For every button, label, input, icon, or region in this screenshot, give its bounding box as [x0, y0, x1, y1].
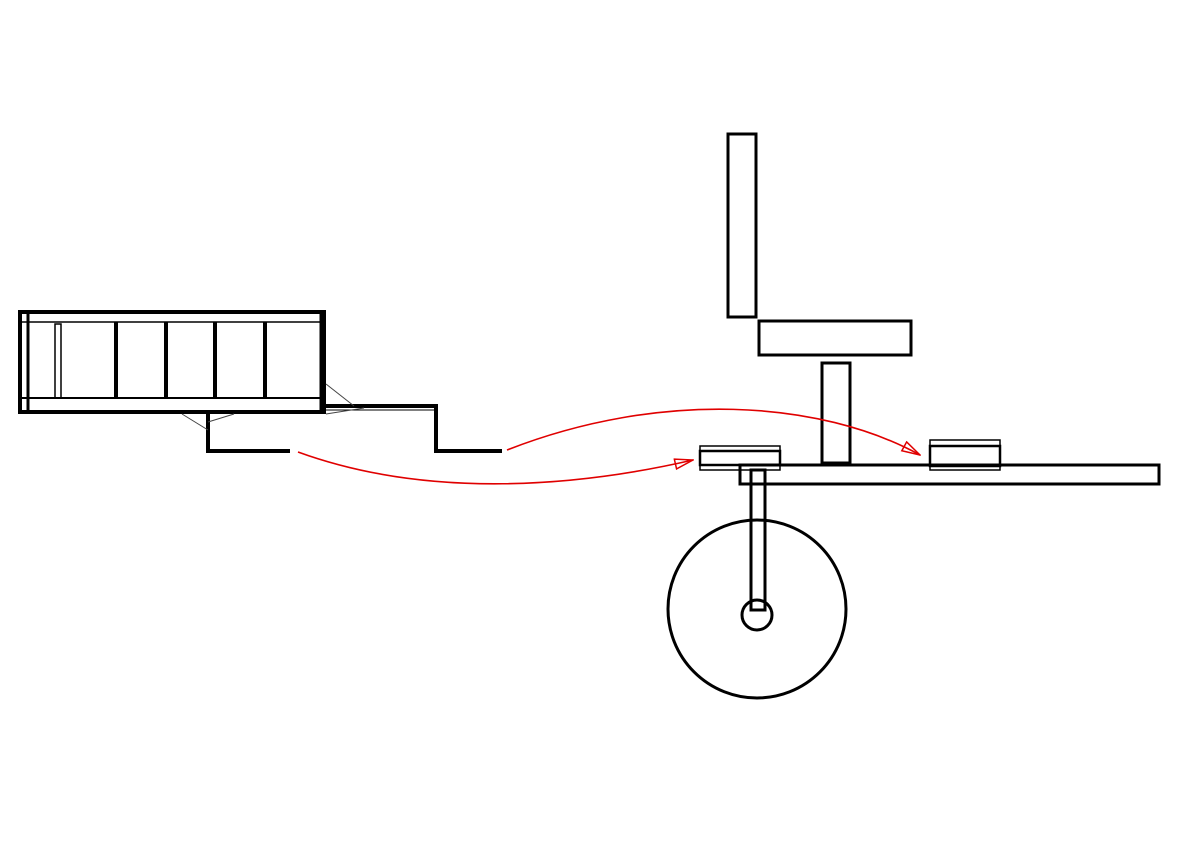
rear-mount-bracket-inner: [928, 444, 1002, 468]
cargo-box-handle: [54, 323, 62, 399]
wheel-hub: [740, 598, 774, 632]
trailer-cargo-box: [18, 310, 326, 414]
front-wheel-assembly: [666, 468, 848, 700]
arrow-right-to-rear-bracket: [506, 408, 920, 455]
main-frame-beam: [738, 463, 1161, 486]
assembly-arrows: [297, 408, 920, 485]
hitch-brace: [181, 413, 209, 431]
arrow-left-to-front-bracket: [297, 451, 693, 485]
fork-stem: [749, 468, 767, 612]
hitch-brace: [207, 413, 235, 423]
front-wheel: [666, 518, 848, 700]
front-mount-bracket-inner: [698, 449, 782, 467]
hitch-assembly: [181, 383, 502, 453]
hitch-brace: [325, 383, 355, 407]
seat-cushion: [757, 319, 913, 357]
seat-backrest: [726, 132, 758, 319]
frame-assembly: [698, 439, 1161, 486]
hitch-brace: [325, 407, 365, 415]
seat-post: [820, 361, 852, 465]
seat-assembly: [726, 132, 913, 465]
hitch-bar-right: [324, 404, 502, 453]
hitch-bar-left: [206, 412, 290, 453]
